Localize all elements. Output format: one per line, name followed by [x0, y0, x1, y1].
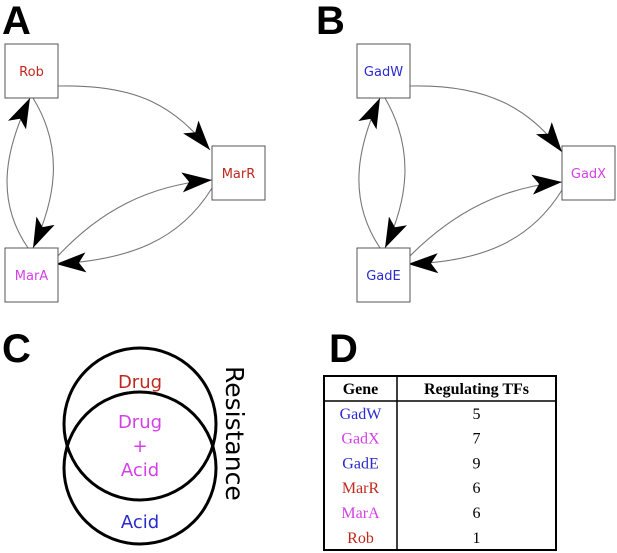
table-header-regulating-tfs: Regulating TFs — [424, 381, 529, 398]
table-cell-tfs: 6 — [473, 505, 481, 522]
node-marr: MarR — [211, 145, 266, 201]
edge-gadw-to-gadx — [409, 85, 563, 153]
panel-letter-d: D — [329, 327, 358, 371]
edge-mara-to-rob — [6, 97, 31, 249]
node-gadx: GadX — [561, 145, 616, 201]
venn-circle-bottom — [62, 390, 218, 546]
node-rob: Rob — [4, 43, 59, 99]
table-row: GadX 7 — [341, 431, 480, 448]
edge-marr-to-mara — [55, 187, 213, 273]
node-mara: MarA — [4, 247, 59, 303]
venn-circle-top — [62, 346, 218, 502]
table-row: GadE 9 — [342, 455, 480, 472]
edge-rob-to-marr — [57, 85, 211, 151]
panel-letter-b: B — [316, 0, 345, 43]
venn-label-overlap-acid: Acid — [121, 460, 159, 481]
table-row: GadW 5 — [340, 406, 481, 423]
edge-gade-to-gadw — [358, 97, 381, 249]
edge-mara-to-marr — [55, 172, 213, 259]
table-cell-gene: Rob — [347, 530, 374, 547]
panel-b: B GadW GadX GadE — [316, 0, 616, 303]
table-cell-gene: MarR — [342, 480, 380, 497]
table-cell-tfs: 7 — [473, 431, 481, 448]
venn-label-overlap-drug: Drug — [118, 412, 162, 433]
node-gadw: GadW — [356, 43, 411, 99]
panel-letter-a: A — [2, 0, 31, 43]
node-label-rob: Rob — [19, 65, 44, 80]
node-label-mara: MarA — [15, 269, 49, 284]
table-cell-tfs: 9 — [473, 455, 481, 472]
edge-rob-to-mara — [32, 97, 55, 249]
node-label-gade: GadE — [366, 269, 401, 284]
venn-label-drug: Drug — [118, 372, 162, 393]
table-row: MarA 6 — [341, 505, 480, 522]
table-cell-gene: GadE — [342, 455, 378, 472]
panel-letter-c: C — [2, 327, 31, 371]
table-cell-tfs: 6 — [473, 480, 481, 497]
table-cell-gene: MarA — [341, 505, 380, 522]
edge-gadw-to-gade — [384, 97, 407, 249]
node-label-gadx: GadX — [571, 167, 606, 182]
node-gade: GadE — [356, 247, 411, 303]
node-label-gadw: GadW — [364, 65, 403, 80]
node-label-marr: MarR — [222, 167, 256, 182]
venn-label-overlap-plus: + — [132, 436, 147, 457]
panel-a: A Rob MarR MarA — [2, 0, 266, 303]
table-cell-tfs: 1 — [473, 530, 481, 547]
table-cell-tfs: 5 — [473, 406, 481, 423]
edge-gade-to-gadx — [407, 174, 563, 259]
venn-label-acid: Acid — [121, 512, 159, 533]
table-row: MarR 6 — [342, 480, 481, 497]
table-row: Rob 1 — [347, 530, 480, 547]
table-cell-gene: GadX — [341, 431, 380, 448]
edge-gadx-to-gade — [407, 189, 563, 274]
table-header-gene: Gene — [343, 381, 379, 398]
panel-c: C Drug Drug + Acid Acid Resistance — [2, 327, 249, 546]
resistance-label: Resistance — [220, 366, 249, 501]
table-cell-gene: GadW — [340, 406, 383, 423]
